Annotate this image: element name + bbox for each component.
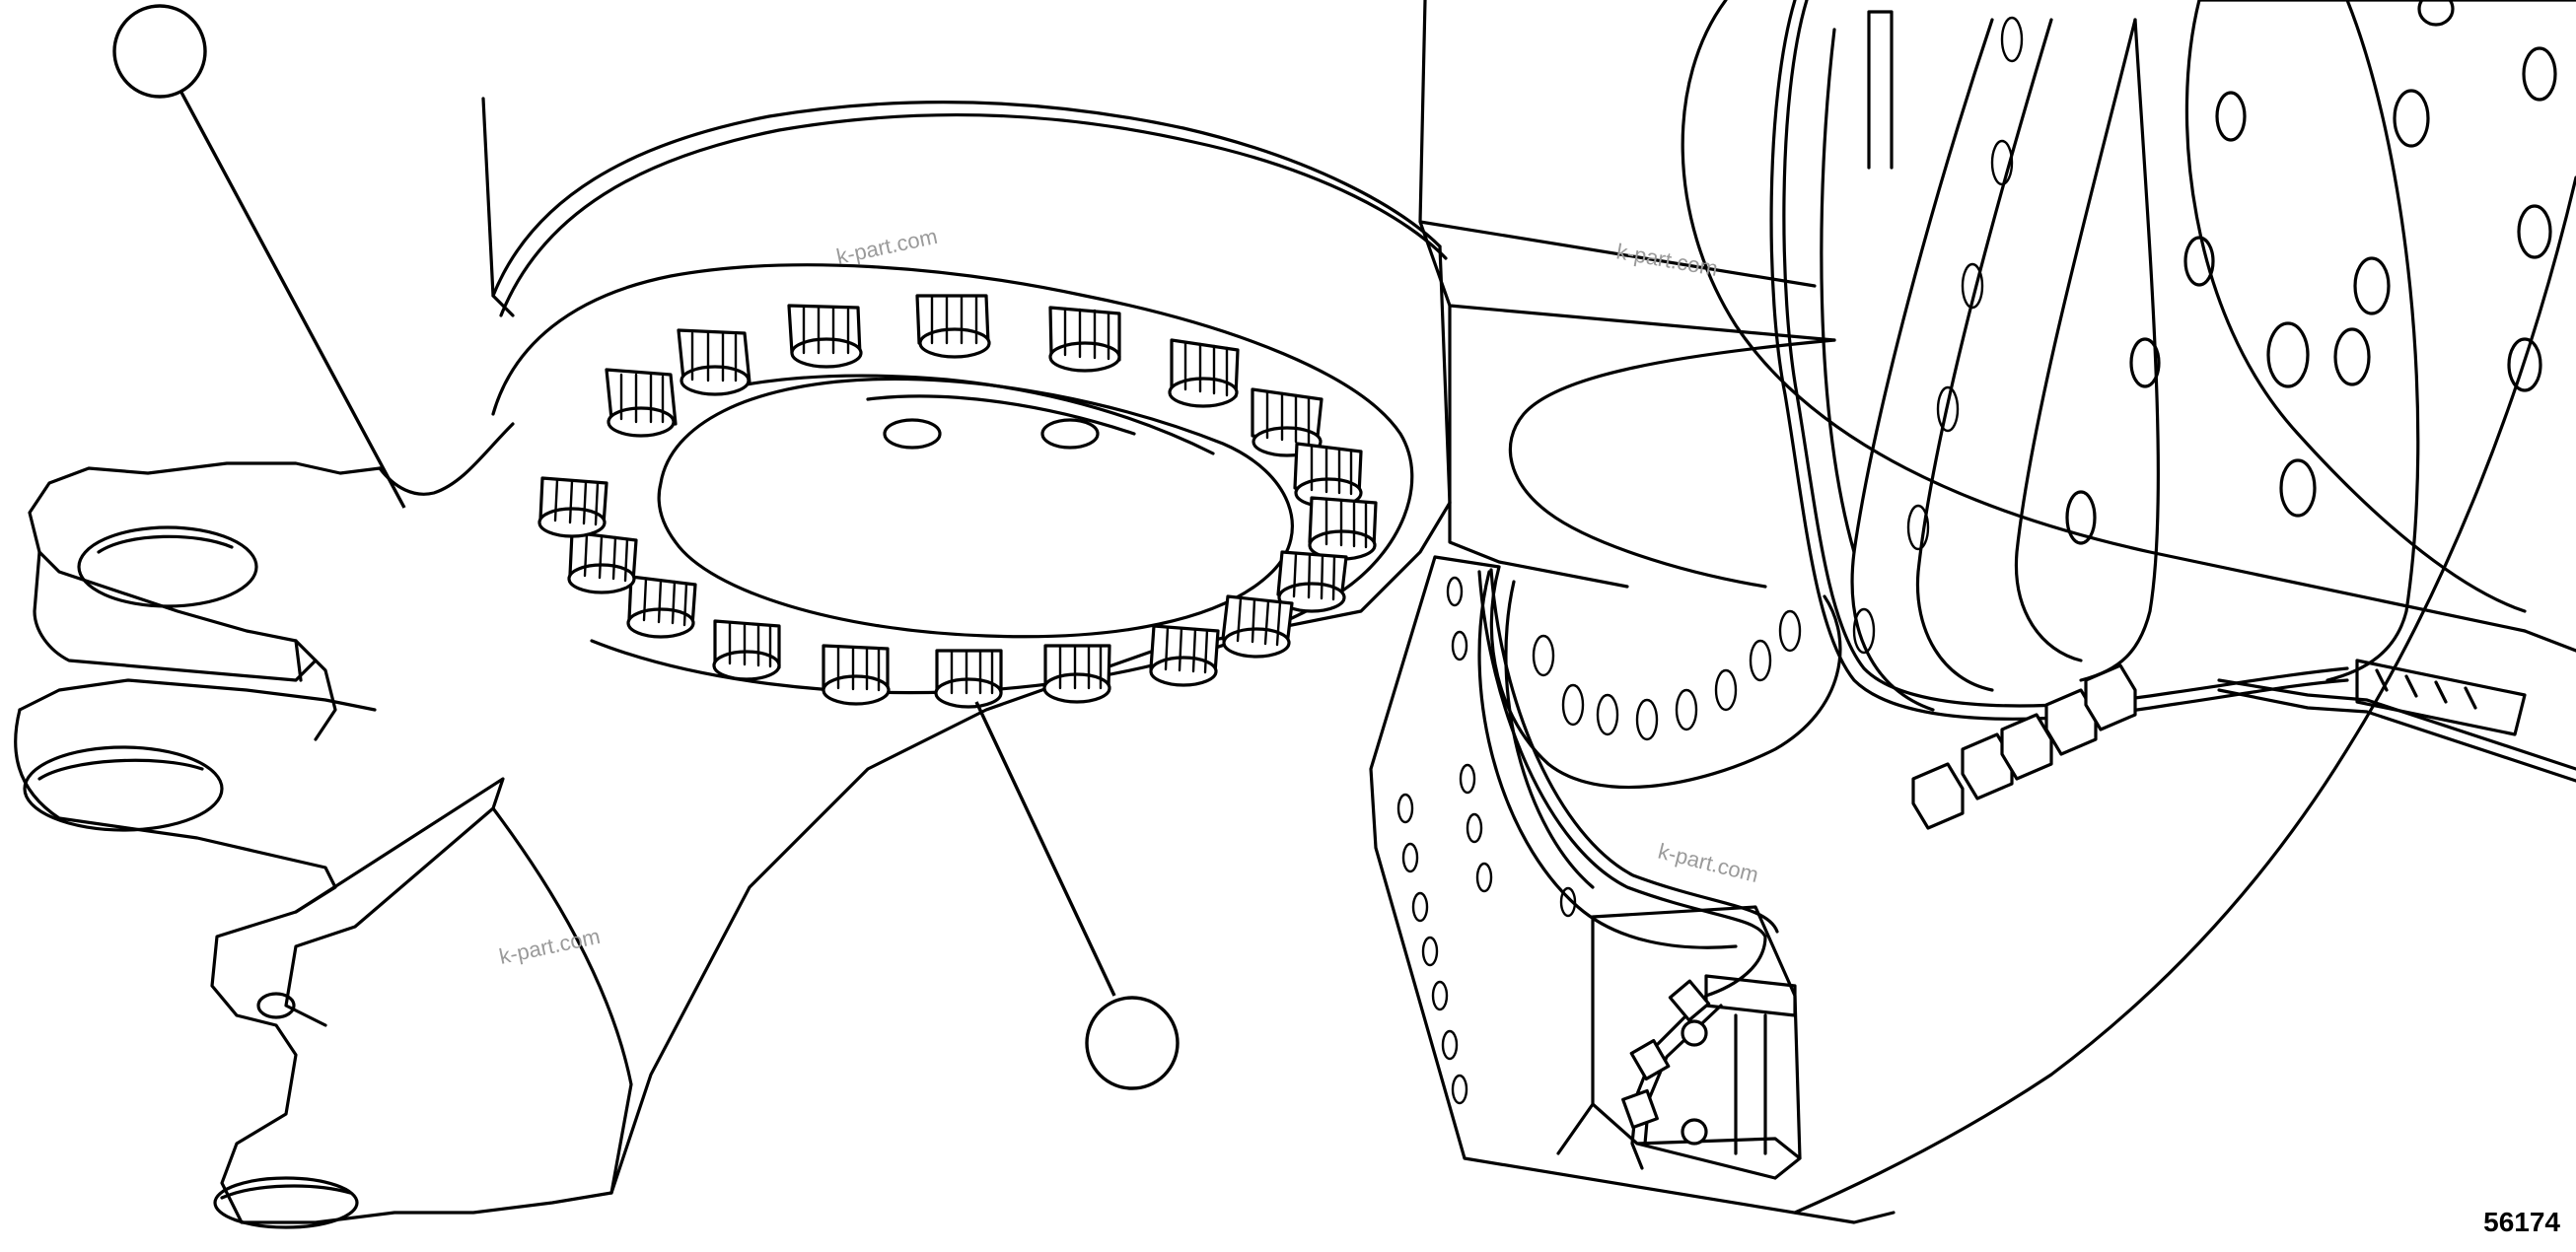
flange-bolt (626, 575, 697, 639)
upper-arm-eye-inner (97, 534, 234, 554)
bore-outer (657, 377, 1294, 639)
sensor-cable (2217, 678, 2576, 783)
flange-bolt (934, 649, 1003, 709)
sensor-connector (2355, 659, 2527, 736)
bore-hole-left (883, 418, 942, 450)
knuckle-arm-upper (378, 422, 515, 496)
axle-housing-lower (1448, 304, 1629, 589)
flange-bolt (787, 304, 863, 369)
brake-hose-2 (1782, 0, 2349, 708)
flange-bolt (605, 368, 678, 438)
bottom-eye-inner (220, 1184, 352, 1200)
flange-bolt (915, 294, 991, 359)
ring-slot-holes (1852, 16, 2024, 655)
upper-arm-plate (33, 550, 318, 682)
flange-bolt (1048, 306, 1121, 373)
drum-face (1793, 0, 2576, 1215)
bore-hole-right (1040, 418, 1100, 450)
brake-ring-4 (1820, 28, 1856, 554)
callout-bolts (974, 701, 1180, 1090)
callout-leader-top-left (178, 88, 406, 509)
flange-bolt (822, 644, 891, 706)
figure-number: 56174 (2483, 1207, 2560, 1237)
flange-bolt (1308, 496, 1378, 561)
brake-hose-4 (1489, 568, 1779, 934)
bore-step (866, 394, 1136, 436)
caliper-inner-curve (1477, 570, 1738, 949)
brake-ring-3 (2014, 18, 2137, 662)
flange-bolt (1042, 644, 1111, 704)
flange-bolt (1293, 442, 1363, 509)
watermark-text: k-part.com (497, 924, 603, 969)
pad-bracket (1704, 974, 1797, 1155)
steering-knuckle (14, 97, 1452, 1229)
brake-hose-3 (1477, 570, 1767, 998)
callout-leader-bolts (974, 701, 1116, 997)
flange-bolt (537, 476, 608, 538)
lower-arm-plate (14, 708, 613, 1224)
hub-studs (1532, 609, 1802, 741)
flange-bolt (712, 619, 781, 681)
watermark-text: k-part.com (1614, 239, 1720, 281)
flange-bolt (567, 530, 638, 594)
callout-balloon-top-left (112, 4, 207, 99)
upper-arm-eye (77, 525, 258, 608)
caliper-inner-curve-2 (1504, 580, 1595, 889)
brake-hose-1 (1769, 0, 2349, 721)
drum-rim-inner (2523, 629, 2576, 653)
lower-arm-eye-inner (37, 758, 204, 781)
callout-balloon-bolts (1085, 996, 1180, 1090)
lower-pivot-hole (256, 992, 296, 1019)
lower-arm-top (18, 678, 377, 712)
flange-bolt-ring (537, 294, 1378, 709)
bottom-eye (213, 1176, 359, 1229)
knuckle-left-edge (28, 461, 382, 741)
housing-side-right (1438, 244, 1452, 505)
caliper-holes (1396, 576, 1577, 1105)
flange-bolt (1221, 594, 1294, 659)
flange-bolt (1276, 550, 1348, 613)
drum-bolt-holes (2065, 0, 2557, 545)
lower-pivot-tab (284, 777, 505, 1027)
flange-bolt (1168, 338, 1240, 408)
knuckle-body-inner (491, 806, 633, 1195)
watermark-text: k-part.com (834, 224, 940, 269)
callout-top-left (112, 4, 406, 509)
axle-spindle (1508, 338, 1836, 589)
brake-ring-1 (1850, 18, 1994, 712)
hub-bolts-right (1911, 663, 2137, 830)
housing-outer-top (491, 101, 1442, 298)
drum-outer-outline (1681, 0, 2527, 633)
housing-outer-top-2 (499, 112, 1448, 317)
flange-bolt (1149, 624, 1220, 687)
line-fittings (1621, 979, 1711, 1146)
caliper-body (1369, 555, 1896, 1224)
drum-right-face (2079, 0, 2420, 682)
watermark-text: k-part.com (1656, 839, 1761, 887)
lower-arm-eye (23, 745, 224, 832)
flange-bolt (677, 328, 751, 396)
brake-ring-2 (1915, 18, 2053, 692)
bore-inner-ledge (718, 374, 1215, 455)
ring-post (1867, 10, 1894, 170)
hub-flange (1489, 565, 1842, 790)
wheel-drum-assembly (1369, 0, 2576, 1224)
